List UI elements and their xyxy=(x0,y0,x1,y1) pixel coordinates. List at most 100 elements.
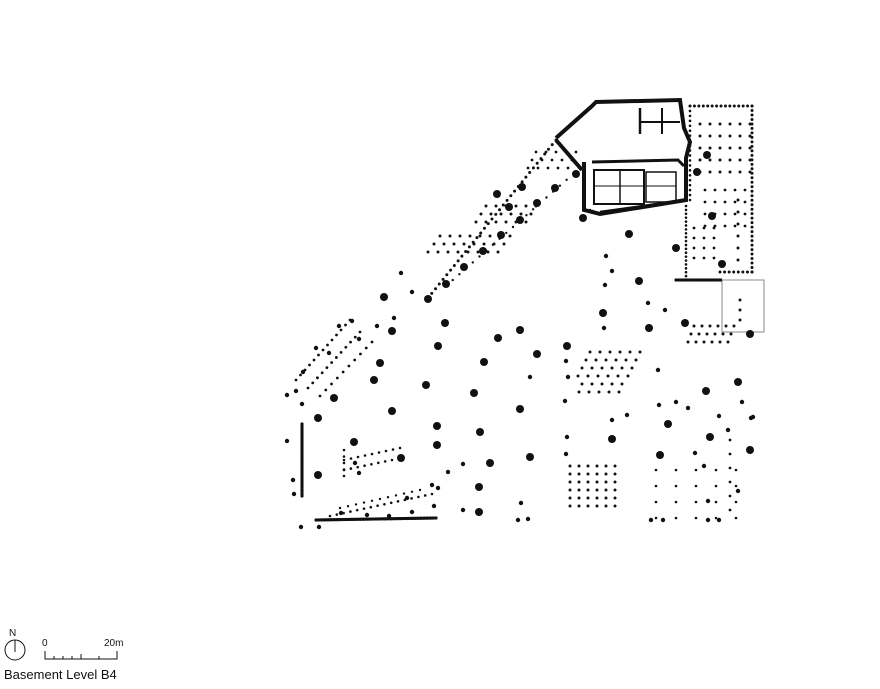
grid-dot xyxy=(750,261,754,265)
grid-dot xyxy=(524,220,528,224)
grid-dot xyxy=(353,517,357,521)
grid-dot xyxy=(370,499,374,502)
grid-dot xyxy=(684,274,688,278)
small-columns xyxy=(284,253,756,530)
grid-dot xyxy=(694,500,698,504)
grid-dot xyxy=(570,158,574,162)
grid-dot xyxy=(334,356,338,359)
grid-dot xyxy=(595,464,599,468)
grid-dot xyxy=(688,119,692,123)
grid-dot xyxy=(732,104,736,108)
grid-dot xyxy=(342,458,346,462)
grid-dot xyxy=(376,504,379,508)
grid-dot xyxy=(511,225,515,229)
grid-dot xyxy=(320,518,324,522)
grid-dot xyxy=(530,158,534,162)
grid-dot xyxy=(604,464,608,468)
grid-dot xyxy=(410,490,414,493)
grid-dot xyxy=(604,472,608,476)
grid-dot xyxy=(750,131,754,135)
grid-dot xyxy=(750,126,754,130)
grid-dot xyxy=(714,516,718,520)
grid-dot xyxy=(502,242,506,246)
grid-dot xyxy=(750,194,754,198)
grid-dot xyxy=(732,270,736,274)
grid-dot xyxy=(460,254,464,258)
column-small xyxy=(284,392,290,398)
grid-dot xyxy=(712,256,716,260)
grid-dot xyxy=(750,230,754,234)
grid-dot xyxy=(445,273,449,277)
grid-dot xyxy=(688,139,692,142)
column-large xyxy=(314,414,322,422)
grid-dot xyxy=(750,104,754,108)
grid-dot xyxy=(516,184,520,188)
grid-dot xyxy=(358,330,362,334)
grid-dot xyxy=(604,496,608,500)
large-columns xyxy=(314,151,754,516)
grid-dot xyxy=(750,153,754,157)
north-label: N xyxy=(9,628,16,639)
grid-dot xyxy=(706,278,710,282)
column-large xyxy=(493,190,501,198)
grid-dot xyxy=(398,446,402,450)
stair-core xyxy=(645,171,677,203)
grid-dot xyxy=(698,146,702,150)
column-small xyxy=(374,323,380,329)
column-small xyxy=(460,507,466,513)
grid-dot xyxy=(339,350,343,354)
grid-dot xyxy=(494,204,498,208)
grid-dot xyxy=(683,278,687,282)
grid-dot xyxy=(588,208,592,212)
grid-dot xyxy=(723,224,727,228)
column-small xyxy=(673,399,679,405)
grid-dot xyxy=(486,250,490,254)
grid-dot xyxy=(694,484,698,488)
drawing-caption: Basement Level B4 xyxy=(4,667,117,682)
grid-dot xyxy=(590,382,594,386)
grid-dot xyxy=(332,518,336,522)
column-large xyxy=(470,389,478,397)
grid-dot xyxy=(738,298,742,302)
grid-dot xyxy=(620,382,624,386)
grid-dot xyxy=(362,507,366,510)
grid-dot xyxy=(320,371,324,375)
grid-dot xyxy=(540,158,544,162)
grid-dot xyxy=(613,464,617,468)
diagonal-retaining-wall xyxy=(554,138,584,172)
grid-dot xyxy=(728,494,732,498)
grid-dot xyxy=(684,235,688,239)
grid-dot xyxy=(688,104,692,108)
grid-dot xyxy=(577,504,581,508)
grid-dot xyxy=(750,117,754,121)
grid-dot xyxy=(694,516,698,520)
grid-dot xyxy=(748,134,752,138)
grid-dot xyxy=(728,466,732,470)
grid-dot xyxy=(300,467,304,471)
grid-dot xyxy=(692,256,696,260)
grid-dot xyxy=(729,332,733,336)
grid-dot xyxy=(684,228,688,231)
column-grid-rows xyxy=(294,104,754,522)
column-small xyxy=(609,268,615,274)
grid-dot xyxy=(432,242,436,246)
grid-dot xyxy=(328,514,332,518)
grid-dot xyxy=(317,353,320,357)
grid-dot xyxy=(697,104,701,108)
grid-dot xyxy=(434,287,438,291)
grid-dot xyxy=(494,212,498,216)
grid-dot xyxy=(743,212,747,216)
column-small xyxy=(445,469,451,475)
grid-dot xyxy=(389,517,393,521)
grid-dot xyxy=(338,506,342,510)
grid-dot xyxy=(430,291,434,295)
grid-dot xyxy=(748,158,752,162)
grid-dot xyxy=(471,261,474,264)
grid-dot xyxy=(300,449,304,453)
grid-dot xyxy=(505,198,509,202)
grid-dot xyxy=(362,501,366,504)
column-large xyxy=(376,359,384,367)
grid-dot xyxy=(694,278,699,282)
grid-dot xyxy=(323,518,327,522)
grid-dot xyxy=(734,468,738,472)
